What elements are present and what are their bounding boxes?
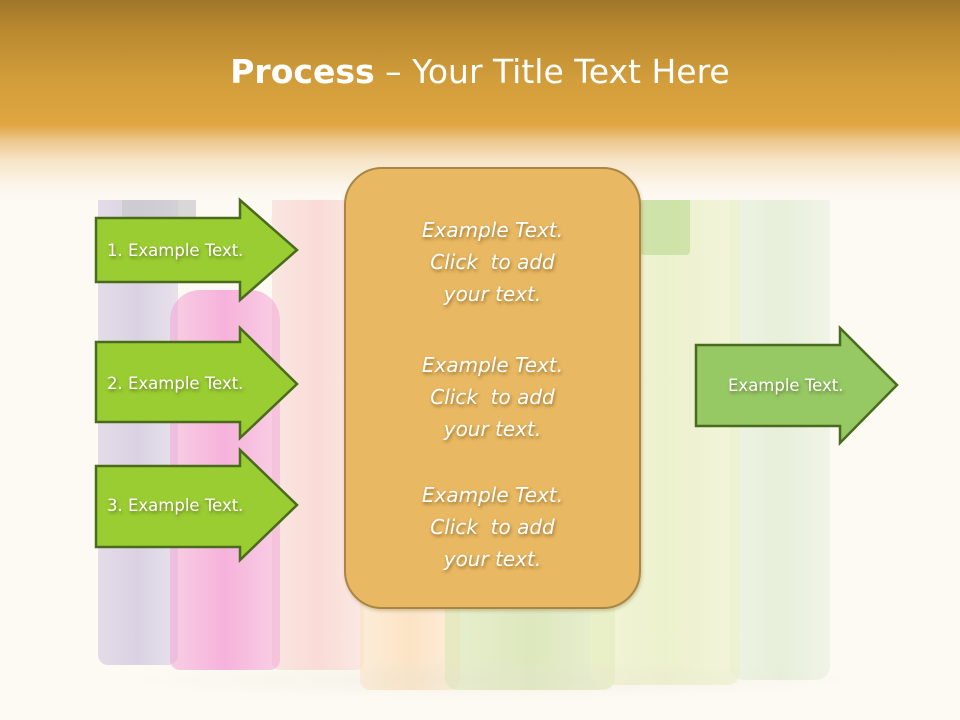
header-band [0,0,960,200]
text-line: your text. [443,282,542,306]
text-line: Click to add [430,250,555,274]
text-line: your text. [443,547,542,571]
right-arrow-icon [94,197,299,303]
process-output-arrow[interactable]: Example Text. [694,324,899,447]
text-line: your text. [443,417,542,441]
right-arrow-icon [94,447,299,563]
process-center-box[interactable]: Example Text. Click to add your text. Ex… [344,167,641,609]
text-line: Click to add [430,515,555,539]
text-line: Example Text. [421,483,564,507]
center-text-block-2[interactable]: Example Text. Click to add your text. [346,349,639,445]
floor-shadow [110,660,870,700]
center-text-block-1[interactable]: Example Text. Click to add your text. [346,214,639,310]
title-rest: – Your Title Text Here [374,52,730,91]
center-text-block-3[interactable]: Example Text. Click to add your text. [346,479,639,575]
text-line: Example Text. [421,353,564,377]
right-arrow-icon [94,325,299,441]
process-step-arrow-1[interactable]: 1. Example Text. [94,197,299,311]
right-arrow-icon [694,324,899,447]
arrow-label: 3. Example Text. [107,495,244,515]
arrow-label: 2. Example Text. [107,373,244,393]
text-line: Click to add [430,385,555,409]
process-step-arrow-3[interactable]: 3. Example Text. [94,447,299,563]
slide-title[interactable]: Process – Your Title Text Here [0,52,960,91]
text-line: Example Text. [421,218,564,242]
arrow-label: Example Text. [728,375,844,395]
process-step-arrow-2[interactable]: 2. Example Text. [94,325,299,441]
title-bold: Process [230,52,375,91]
arrow-label: 1. Example Text. [107,240,244,260]
